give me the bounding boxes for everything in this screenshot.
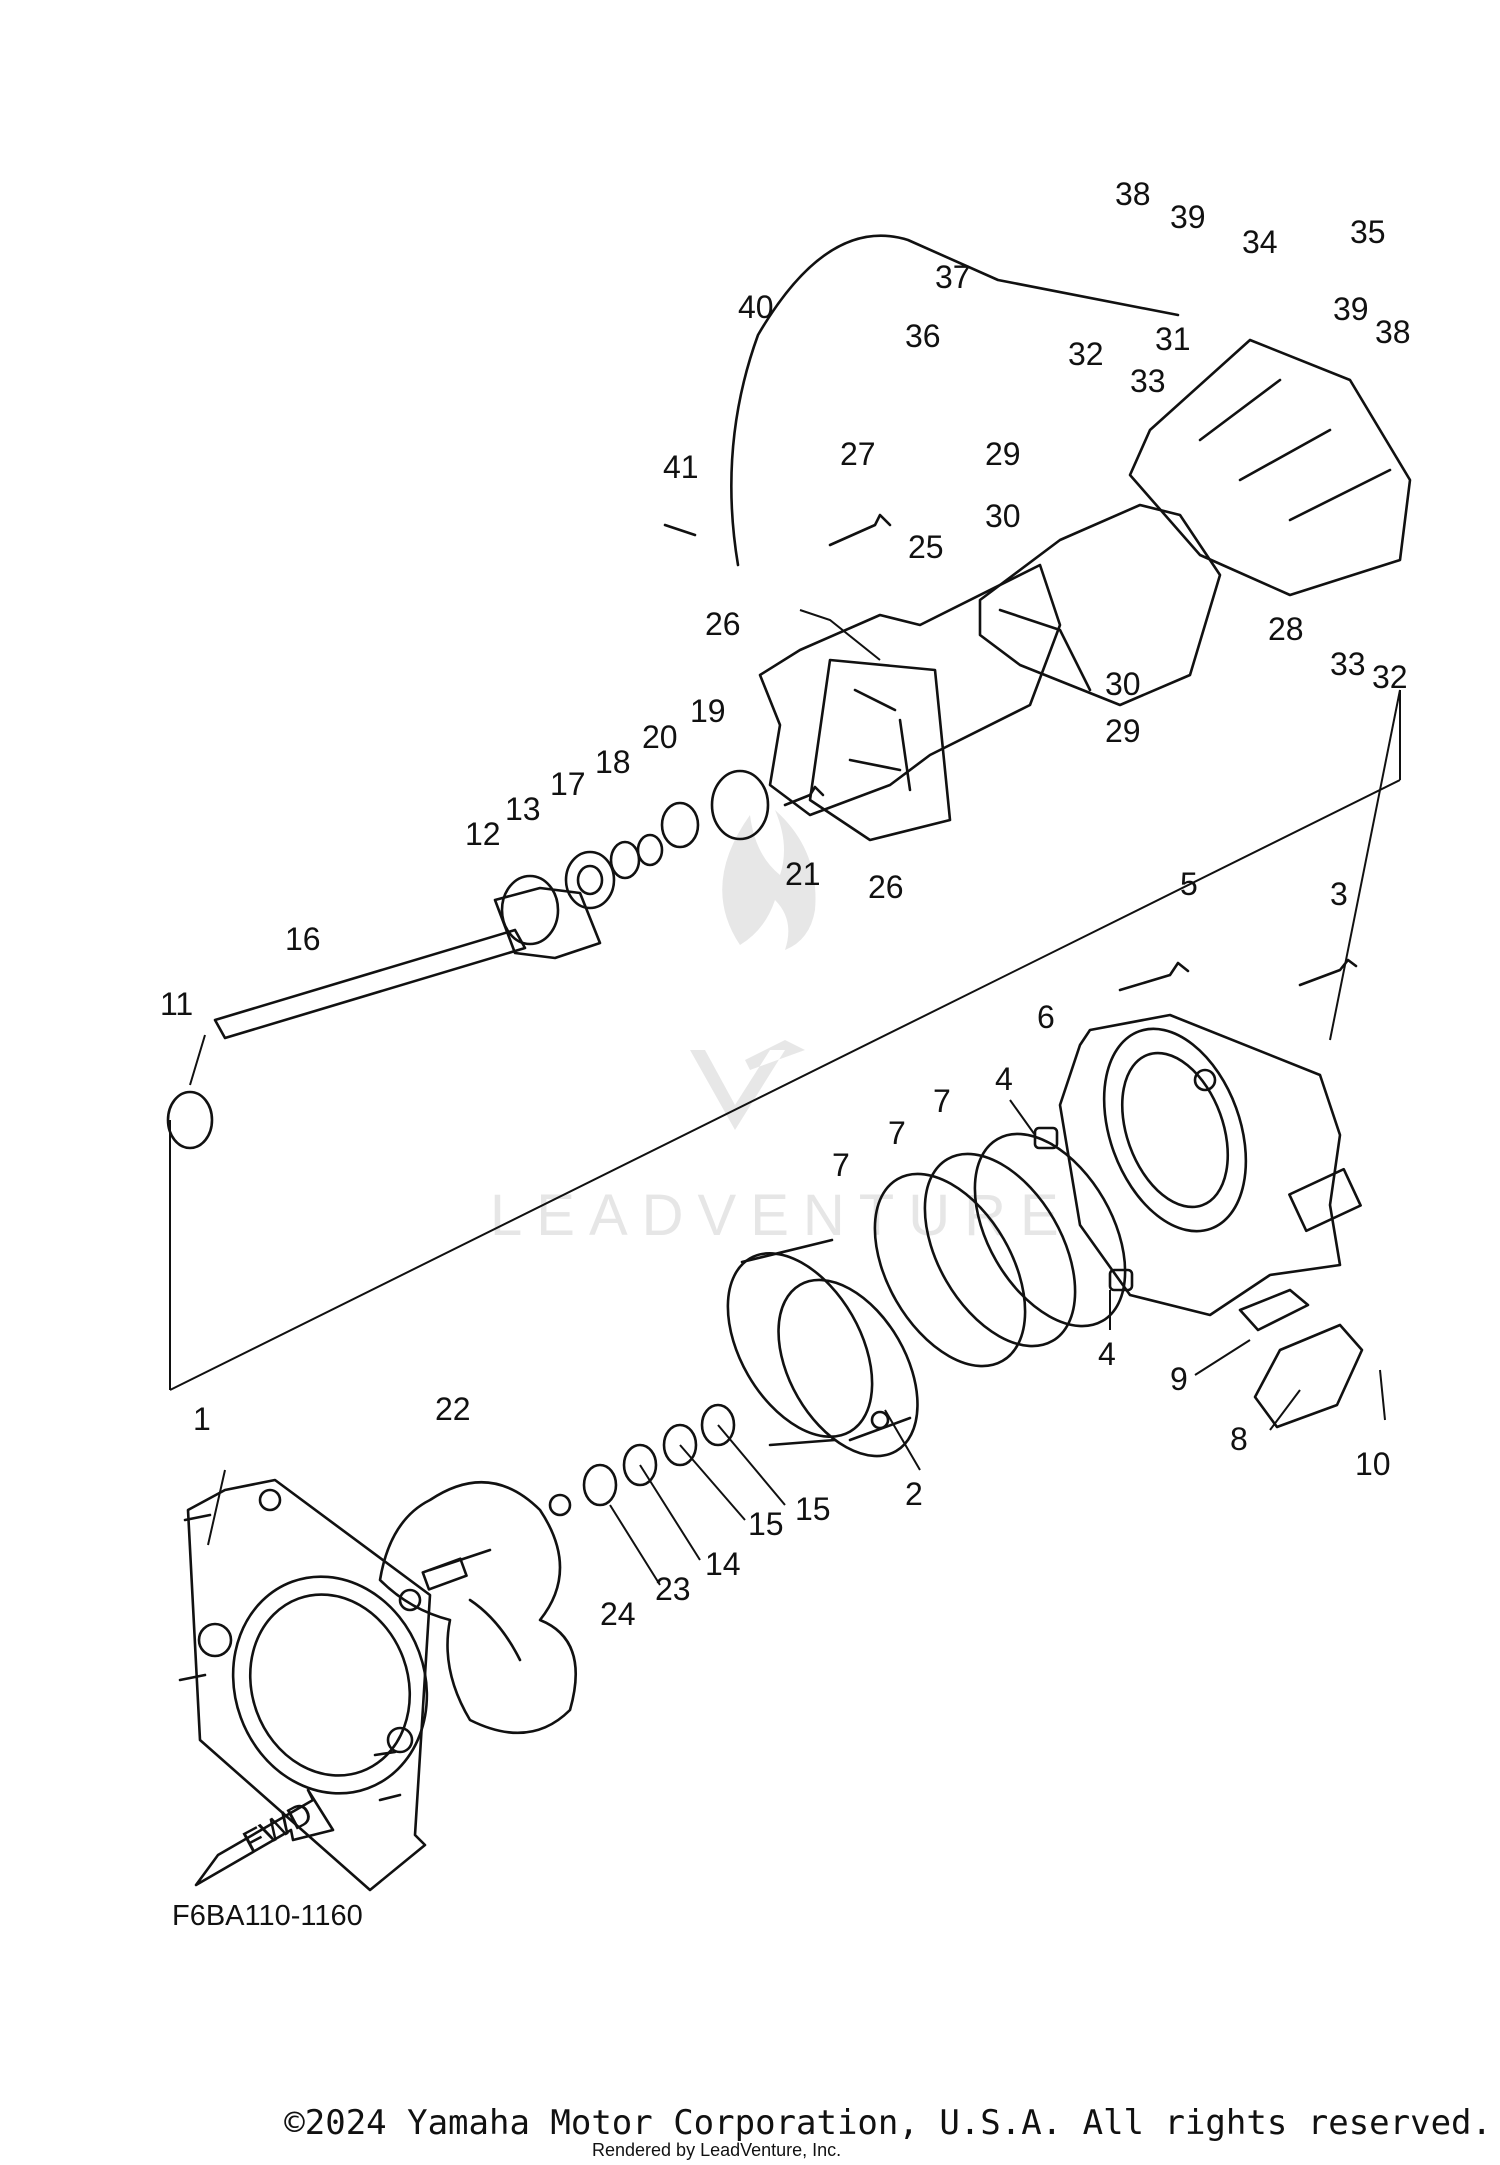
callout-39b: 39 <box>1333 291 1369 327</box>
part-6-pump-housing <box>1058 1013 1362 1317</box>
part-4-pin-upper <box>1033 1126 1059 1150</box>
callout-7b: 7 <box>888 1115 906 1151</box>
callout-15b: 15 <box>795 1491 831 1527</box>
callout-2: 2 <box>905 1476 923 1512</box>
copyright-notice: ©2024 Yamaha Motor Corporation, U.S.A. A… <box>284 2103 1492 2143</box>
part-28-nozzle <box>978 503 1222 707</box>
part-16-shaft <box>213 928 527 1040</box>
callout-18: 18 <box>595 744 631 780</box>
callout-33a: 33 <box>1130 363 1166 399</box>
callout-22: 22 <box>435 1391 471 1427</box>
callouts: 1 2 3 4 4 5 6 7 7 7 8 9 10 11 12 13 14 1… <box>160 176 1411 1632</box>
part-15-seal-b <box>700 1403 736 1447</box>
part-4-pin-lower <box>1108 1268 1134 1292</box>
part-23-seal <box>582 1463 618 1507</box>
part-2-liner <box>726 1238 919 1458</box>
part-8-cover <box>1253 1323 1364 1429</box>
part-5-bolt <box>1118 961 1190 992</box>
part-7-orings <box>873 1132 1127 1368</box>
callout-20: 20 <box>642 719 678 755</box>
callout-26b: 26 <box>868 869 904 905</box>
callout-14: 14 <box>705 1546 741 1582</box>
callout-36: 36 <box>905 318 941 354</box>
callout-33b: 33 <box>1330 646 1366 682</box>
callout-15a: 15 <box>748 1506 784 1542</box>
callout-12: 12 <box>465 816 501 852</box>
part-27-bolt <box>828 513 892 547</box>
part-31-deflector <box>1128 338 1412 597</box>
callout-13: 13 <box>505 791 541 827</box>
callout-34: 34 <box>1242 224 1278 260</box>
callout-32b: 32 <box>1372 659 1408 695</box>
callout-31: 31 <box>1155 321 1191 357</box>
part-11-bearing <box>166 1090 214 1150</box>
callout-4b: 4 <box>1098 1336 1116 1372</box>
part-25-duct <box>758 563 1062 842</box>
part-1-housing-plate <box>178 1478 432 1892</box>
callout-26a: 26 <box>705 606 741 642</box>
callout-41: 41 <box>663 449 699 485</box>
part-24-oring <box>548 1493 572 1517</box>
callout-28: 28 <box>1268 611 1304 647</box>
callout-1: 1 <box>193 1401 211 1437</box>
callout-17: 17 <box>550 766 586 802</box>
callout-25: 25 <box>908 529 944 565</box>
callout-30b: 30 <box>1105 666 1141 702</box>
diagram-code: F6BA110-1160 <box>172 1900 363 1932</box>
part-22-impeller <box>378 1480 578 1735</box>
callout-5: 5 <box>1180 866 1198 902</box>
part-15-seal-a <box>662 1423 698 1467</box>
callout-29a: 29 <box>985 436 1021 472</box>
part-3-bolt <box>1298 958 1358 987</box>
callout-21: 21 <box>785 856 821 892</box>
callout-8: 8 <box>1230 1421 1248 1457</box>
part-40-cable <box>730 234 1180 567</box>
part-21-bolt <box>783 785 825 807</box>
callout-39a: 39 <box>1170 199 1206 235</box>
callout-30a: 30 <box>985 498 1021 534</box>
callout-16: 16 <box>285 921 321 957</box>
callout-32a: 32 <box>1068 336 1104 372</box>
callout-11: 11 <box>160 986 193 1022</box>
callout-27: 27 <box>840 436 876 472</box>
callout-9: 9 <box>1170 1361 1188 1397</box>
callout-19: 19 <box>690 693 726 729</box>
callout-3: 3 <box>1330 876 1348 912</box>
callout-6: 6 <box>1037 999 1055 1035</box>
callout-7c: 7 <box>832 1147 850 1183</box>
part-9-gasket <box>1238 1288 1310 1332</box>
callout-4a: 4 <box>995 1061 1013 1097</box>
callout-24: 24 <box>600 1596 636 1632</box>
part-drawings: FWD <box>166 234 1412 1892</box>
callout-10: 10 <box>1355 1446 1391 1482</box>
svg-text:FWD: FWD <box>237 1794 318 1860</box>
part-14-seal <box>622 1443 658 1487</box>
callout-7a: 7 <box>933 1083 951 1119</box>
callout-38b: 38 <box>1375 314 1411 350</box>
shaft-stack <box>493 769 770 960</box>
part-41-bolt <box>663 523 697 537</box>
callout-37: 37 <box>935 259 971 295</box>
callout-38a: 38 <box>1115 176 1151 212</box>
leader-lines <box>169 609 1401 1586</box>
callout-29b: 29 <box>1105 713 1141 749</box>
callout-40: 40 <box>738 289 774 325</box>
rendered-by-credit: Rendered by LeadVenture, Inc. <box>592 2140 842 2160</box>
callout-23: 23 <box>655 1571 691 1607</box>
callout-35: 35 <box>1350 214 1386 250</box>
